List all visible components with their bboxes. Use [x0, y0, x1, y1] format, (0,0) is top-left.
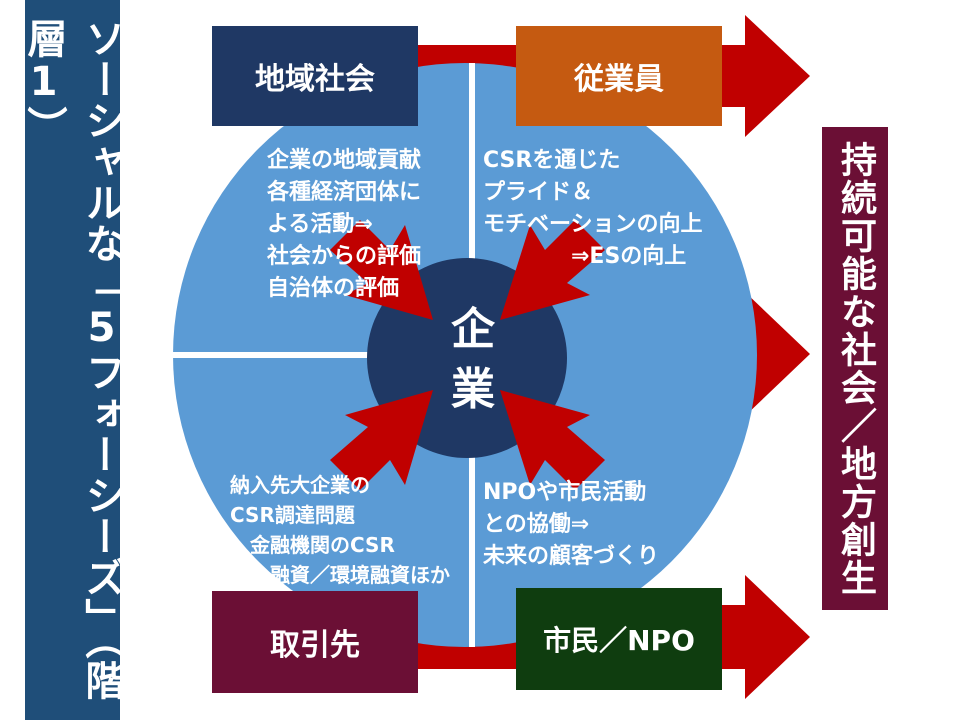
box-citizens: 市民／NPO: [516, 588, 722, 690]
center-label-company: 企 業: [451, 304, 495, 415]
arrow-inward-bottom-right: [500, 390, 605, 490]
text-citizens: NPOや市民活動 との協働⇒ 未来の顧客づくり: [483, 480, 660, 569]
arrow-inward-top-right: [500, 220, 605, 320]
box-community: 地域社会: [212, 26, 418, 126]
box-partners: 取引先: [212, 591, 418, 693]
text-employees: CSRを通じた プライド＆ モチベーションの向上 ⇒ESの向上: [483, 148, 703, 269]
arrow-inward-top-left: [330, 220, 433, 320]
right-banner-title: 持続可能な社会／地方創生: [822, 127, 888, 610]
arrow-inward-bottom-left: [330, 390, 433, 490]
text-community: 企業の地域貢献 各種経済団体に よる活動⇒ 社会からの評価 自治体の評価: [267, 148, 422, 301]
box-employees: 従業員: [516, 26, 722, 126]
left-banner-title: ソーシャルな「5フォーシーズ」（階層1）: [21, 0, 125, 720]
text-partners: 納入先大企業の CSR調達問題 金融機関のCSR 融資／環境融資ほか: [230, 473, 450, 587]
